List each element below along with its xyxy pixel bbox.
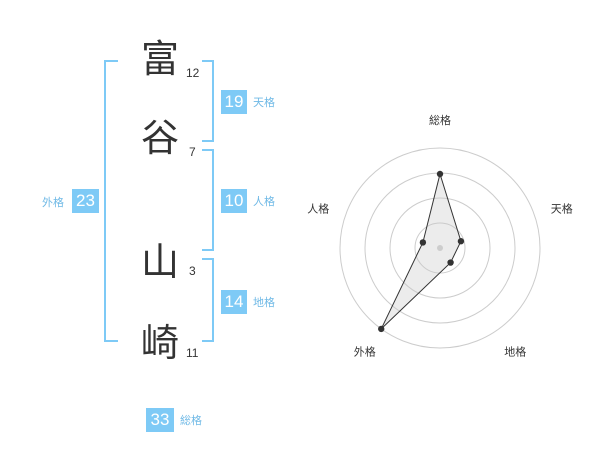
tenkaku-label: 天格 — [253, 96, 275, 109]
tenkaku-value: 19 — [221, 90, 247, 114]
tenkaku-bracket — [202, 60, 214, 142]
radar-point-3 — [378, 325, 385, 333]
jinkaku-label: 人格 — [253, 195, 275, 208]
name-char-3: 山 — [140, 240, 179, 284]
stroke-count-4: 11 — [186, 346, 199, 360]
chikaku-bracket — [202, 258, 214, 342]
radar-center — [437, 245, 443, 251]
soukaku-value: 33 — [146, 408, 174, 432]
radar-point-4 — [419, 239, 427, 246]
radar-data-polygon — [380, 172, 462, 330]
chikaku-label: 地格 — [253, 296, 275, 309]
gaikaku-bracket — [104, 60, 118, 342]
gaikaku-value: 23 — [72, 189, 99, 213]
name-char-2: 谷 — [140, 116, 179, 160]
radar-axis-label-3: 外格 — [354, 345, 376, 359]
jinkaku-bracket — [202, 149, 214, 251]
jinkaku-value: 10 — [221, 189, 247, 213]
name-char-1: 富 — [140, 37, 179, 81]
stroke-count-3: 3 — [189, 264, 196, 278]
soukaku-label: 総格 — [180, 414, 202, 427]
radar-axis-label-4: 人格 — [307, 201, 329, 215]
stroke-count-2: 7 — [189, 145, 196, 159]
radar-ring-4 — [339, 147, 541, 349]
gaikaku-label: 外格 — [42, 196, 64, 209]
radar-axis-label-2: 地格 — [504, 345, 526, 359]
radar-point-0 — [436, 170, 444, 178]
radar-ring-2 — [389, 197, 491, 299]
chikaku-value: 14 — [221, 290, 247, 314]
radar-axis-label-1: 天格 — [551, 201, 573, 215]
radar-point-2 — [447, 259, 454, 266]
name-char-4: 崎 — [140, 321, 179, 365]
stroke-count-1: 12 — [186, 66, 200, 80]
radar-point-1 — [457, 238, 465, 245]
radar-axis-label-0: 総格 — [429, 113, 451, 127]
